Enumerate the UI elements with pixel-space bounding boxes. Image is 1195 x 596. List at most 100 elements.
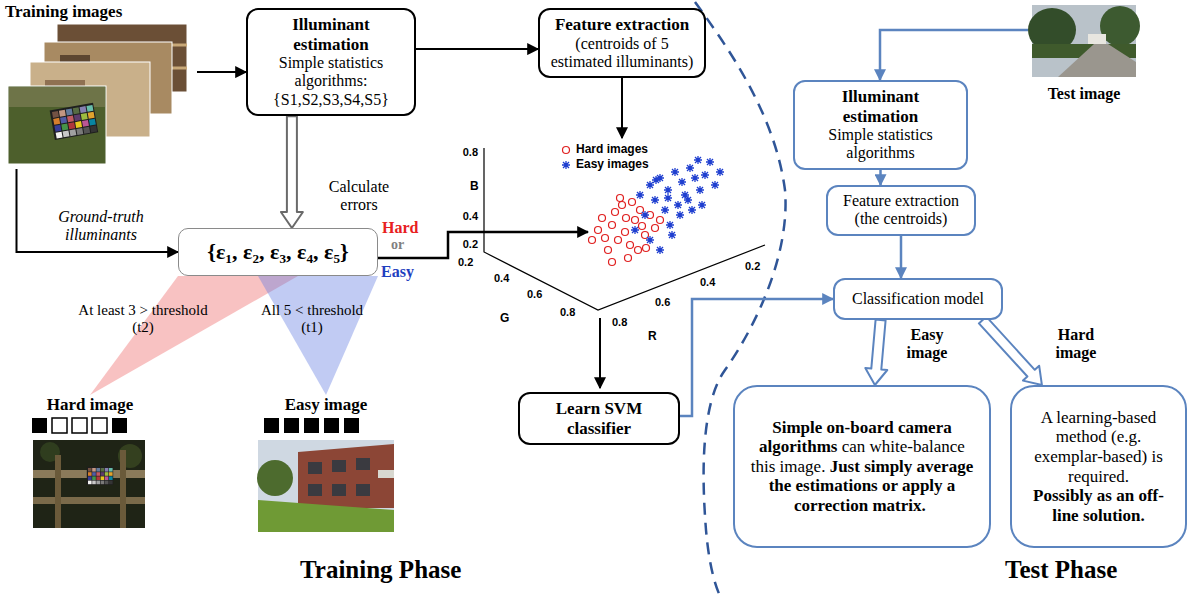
legend-swatch (560, 159, 572, 171)
node-text: Learn SVM classifier (528, 399, 670, 438)
flow-arrow (599, 318, 601, 388)
hard-points (625, 255, 632, 262)
process-box: Illuminant estimationSimple statistics a… (246, 8, 416, 116)
connector-arrow (900, 236, 903, 278)
image-node: Easy image (255, 395, 397, 535)
easy-points (636, 191, 644, 199)
axis-tick: 0.2 (458, 256, 473, 269)
test-image-photo (1028, 5, 1140, 77)
node-text: Feature extraction (the centroids) (836, 192, 966, 229)
hard-points (627, 242, 634, 249)
hard-image-photo (92, 418, 107, 433)
hard-points (652, 225, 659, 232)
hard-points (609, 259, 616, 266)
hard-image-photo (120, 450, 126, 528)
process-box: Feature extraction(centroids of 5 estima… (538, 8, 706, 78)
process-box: A learning-based method (e.g. exemplar-b… (1010, 385, 1187, 548)
hard-points (609, 222, 616, 229)
training-photos (8, 86, 106, 164)
axis-tick: 0.4 (700, 276, 715, 289)
connector-hollow-arrow (865, 320, 887, 385)
easy-points (716, 168, 724, 176)
easy-image-photo (308, 462, 322, 474)
hard-points (599, 215, 606, 222)
axis-name: G (500, 312, 509, 326)
connector-hollow-arrow (979, 317, 1042, 385)
axis-tick: 0.6 (655, 296, 670, 309)
legend-row: Easy images (560, 158, 649, 172)
easy-points (656, 246, 664, 254)
easy-points (631, 226, 639, 234)
hard-points (629, 199, 636, 206)
easy-points (711, 181, 719, 189)
easy-points (668, 231, 676, 239)
node-text: A learning-based method (e.g. exemplar-b… (1024, 408, 1173, 486)
hard-points (617, 195, 624, 202)
axis-tick: 0.4 (454, 210, 478, 223)
easy-points (691, 174, 699, 182)
easy-image-photo (308, 484, 322, 496)
easy-points (651, 196, 659, 204)
easy-image-photo (284, 418, 299, 433)
edge-label: Calculate errors (318, 178, 400, 215)
easy-image-photo (258, 440, 394, 532)
image-node: Training images (5, 2, 197, 169)
easy-image-photo (332, 484, 346, 496)
training-photos (8, 24, 187, 164)
node-text: Training images (5, 2, 122, 22)
connector-arrow (17, 169, 179, 252)
easy-points (681, 191, 689, 199)
node-text: Illuminant estimation (803, 87, 958, 126)
flow-arrow (621, 70, 623, 138)
node-text: {ε₁, ε₂, ε₃, ε₄, ε₅} (207, 239, 348, 264)
process-box: Feature extraction (the centroids) (826, 185, 976, 236)
image-node: Test image (1028, 3, 1140, 103)
easy-points (661, 206, 669, 214)
easy-points (698, 201, 706, 209)
axis-tick: 0.2 (454, 238, 478, 251)
class-label: Easy (381, 263, 414, 281)
axis-name: B (470, 180, 479, 194)
hard-points (589, 237, 596, 244)
class-label: Hard (382, 219, 418, 237)
hard-image-photo (32, 418, 145, 528)
node-text: Easy image (285, 395, 368, 415)
node-text: Classification model (852, 290, 984, 308)
edge-label: Ground-truth illuminants (42, 208, 160, 245)
phase-title: Training Phase (300, 556, 461, 585)
text-paragraph: Simple on-board camera algorithmscan whi… (747, 418, 977, 516)
easy-points (676, 211, 684, 219)
edge-label: Hard image (1046, 326, 1106, 363)
hard-image-photo (52, 418, 67, 433)
easy-image-photo (356, 458, 370, 470)
easy-points (664, 186, 672, 194)
hard-image-photo (72, 418, 87, 433)
class-label: or (391, 237, 404, 253)
easy-image-photo (298, 444, 394, 508)
hard-points (623, 215, 630, 222)
node-text: (centroids of 5 estimated illuminants) (548, 35, 696, 72)
easy-points (694, 156, 702, 164)
easy-image-photo (344, 418, 359, 433)
connector-arrow (416, 48, 538, 50)
hard-points (595, 227, 602, 234)
easy-image-photo (257, 460, 293, 496)
axis-name: R (648, 330, 657, 344)
connector-fan (90, 276, 298, 395)
scatter-plot (484, 148, 765, 310)
easy-image-photo (258, 500, 394, 532)
hard-points (639, 223, 646, 230)
hard-points (605, 247, 612, 254)
legend-text: Easy images (576, 158, 649, 172)
process-box: Illuminant estimationSimple statistics a… (793, 80, 968, 170)
easy-image-photo (378, 470, 394, 478)
easy-points (688, 206, 696, 214)
node-text: Simple statistics algorithms (803, 126, 958, 163)
legend-circle (563, 146, 570, 153)
legend-row: Hard images (560, 143, 648, 157)
easy-points (646, 236, 654, 244)
easy-points (678, 178, 686, 186)
node-text: Possibly as an off-line solution. (1024, 486, 1173, 525)
easy-image-photo (356, 484, 370, 496)
hard-points (612, 209, 619, 216)
